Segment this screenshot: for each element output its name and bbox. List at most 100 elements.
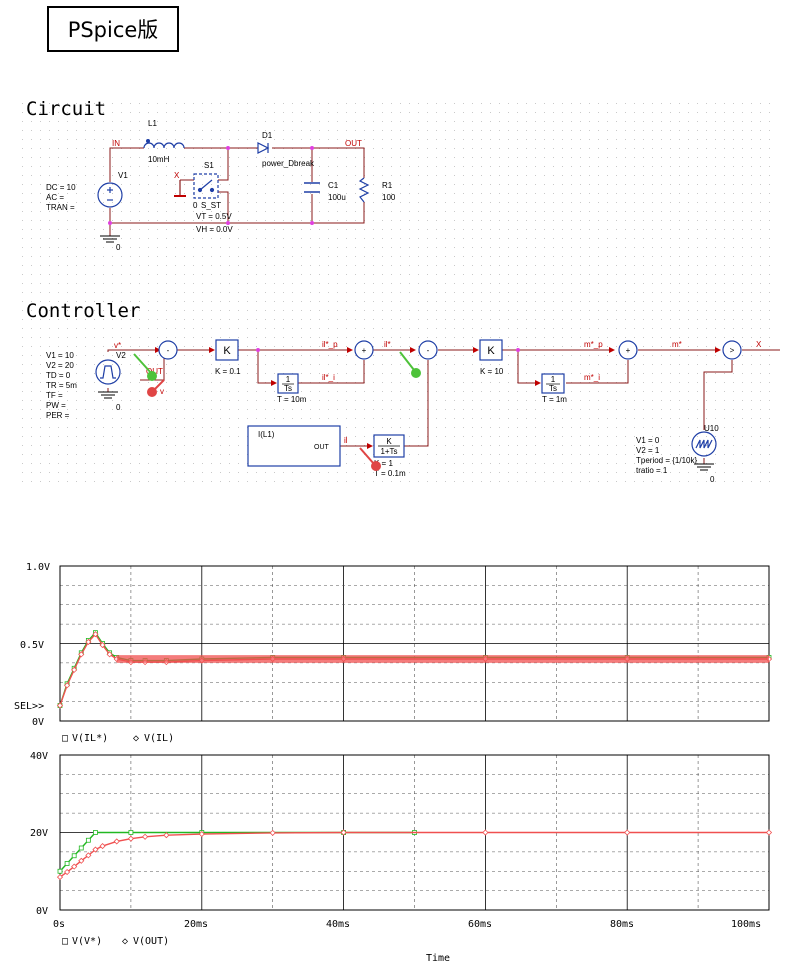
- series-line-v-out-: [59, 831, 769, 878]
- lag-k: K = 1: [374, 459, 393, 468]
- v2-ref: V2: [116, 351, 126, 360]
- data-point: [199, 830, 205, 835]
- diode-d1[interactable]: [257, 142, 270, 154]
- top-plot-series: [56, 630, 773, 709]
- bottom-legend: □ V(V*) ◇ V(OUT): [62, 936, 169, 947]
- legend-marker-il-star: □: [62, 733, 68, 744]
- sawtooth-source-u10[interactable]: [691, 431, 717, 457]
- schematic-canvas[interactable]: Circuit L1 10mH D1 power_Dbreak IN OUT X: [0, 0, 789, 500]
- voltage-probe-icon[interactable]: [399, 351, 421, 378]
- x-tick-100: 100ms: [731, 919, 761, 930]
- capacitor-c1[interactable]: [304, 182, 320, 193]
- data-point: [64, 868, 71, 876]
- data-point: [56, 873, 64, 881]
- v2-param-tf: TF =: [46, 391, 63, 400]
- k2-value: K = 10: [480, 367, 504, 376]
- data-point: [107, 650, 113, 656]
- comparator-block[interactable]: >: [722, 340, 742, 360]
- int1-value: T = 10m: [277, 395, 307, 404]
- data-point: [99, 842, 106, 850]
- pulse-source-v2[interactable]: [95, 359, 121, 385]
- controller-junctions: [256, 348, 520, 352]
- data-point: [163, 832, 170, 839]
- data-point: [412, 830, 417, 835]
- data-point: [199, 656, 205, 662]
- svg-text:-: -: [167, 346, 170, 355]
- s1-ref: S1: [204, 161, 214, 170]
- data-point: [85, 638, 92, 646]
- current-sense-block[interactable]: I(L1) OUT: [247, 425, 341, 467]
- k1-value: K = 0.1: [215, 367, 241, 376]
- summing-junction-4[interactable]: +: [618, 340, 638, 360]
- lag-block[interactable]: K 1+Ts: [373, 434, 405, 458]
- v1-ref: V1: [118, 171, 128, 180]
- data-point: [340, 655, 347, 663]
- s1-zero: 0: [193, 201, 198, 210]
- net-label-il: il: [344, 436, 348, 445]
- top-plot-frame: [59, 565, 770, 722]
- data-point: [92, 631, 99, 638]
- d1-ref: D1: [262, 131, 273, 140]
- switch-s1[interactable]: [174, 173, 219, 199]
- data-point: [127, 659, 134, 666]
- data-point: [128, 658, 134, 663]
- voltage-probe-icon[interactable]: [133, 353, 157, 381]
- svg-text:1: 1: [551, 375, 556, 384]
- resistor-r1[interactable]: [358, 177, 370, 203]
- data-point: [198, 830, 205, 838]
- series-line-v-il-: [59, 633, 769, 706]
- summing-junction-2[interactable]: +: [354, 340, 374, 360]
- l1-ref: L1: [148, 119, 157, 128]
- integrator-block-1[interactable]: 1 Ts: [277, 373, 299, 394]
- svg-text:1+Ts: 1+Ts: [380, 447, 397, 456]
- circuit-heading: Circuit: [26, 98, 106, 120]
- page-title: PSpice版: [47, 6, 179, 52]
- integrator-block-2[interactable]: 1 Ts: [541, 373, 565, 394]
- data-point: [71, 853, 77, 859]
- v2-param-per: PER =: [46, 411, 70, 420]
- data-point: [92, 846, 99, 853]
- data-point: [78, 651, 85, 658]
- current-probe-icon[interactable]: [359, 447, 381, 471]
- net-label-out-ctrl: OUT: [146, 367, 163, 376]
- u10-param-v1: V1 = 0: [636, 436, 660, 445]
- summing-junction-3[interactable]: -: [418, 340, 438, 360]
- net-label-m-i: m*_i: [584, 373, 600, 382]
- bottom-y-tick-40: 40V: [30, 751, 48, 762]
- data-point: [765, 655, 773, 663]
- data-point: [163, 658, 169, 663]
- data-point: [85, 837, 91, 843]
- legend-label-vstar: V(V*): [72, 936, 102, 947]
- svg-text:OUT: OUT: [314, 444, 330, 451]
- legend-label-il-star: V(IL*): [72, 733, 108, 744]
- voltage-probe-icon[interactable]: [147, 379, 165, 397]
- ground-icon: [98, 391, 118, 399]
- inductor-l1[interactable]: [143, 139, 185, 149]
- v2-param-v1: V1 = 10: [46, 351, 74, 360]
- int2-value: T = 1m: [542, 395, 567, 404]
- net-label-x-ctrl: X: [756, 340, 762, 349]
- data-point: [64, 861, 70, 866]
- data-point: [142, 833, 149, 840]
- svg-text:K: K: [223, 345, 231, 357]
- ground-icon: [100, 235, 120, 243]
- x-tick-60: 60ms: [468, 919, 492, 930]
- summing-junction-1[interactable]: -: [158, 340, 178, 360]
- gain-block-k1[interactable]: K: [215, 339, 239, 361]
- data-point: [78, 650, 84, 656]
- net-label-m-star: m*: [672, 340, 682, 349]
- data-point: [163, 659, 170, 666]
- net-label-il-i: il*_i: [322, 373, 335, 382]
- u10-ref: U10: [704, 424, 719, 433]
- data-point: [57, 703, 63, 708]
- top-y-tick-05: 0.5V: [20, 640, 44, 651]
- voltage-source-v1[interactable]: [97, 182, 123, 208]
- svg-text:K: K: [487, 345, 495, 357]
- net-label-v: v: [160, 387, 164, 396]
- legend-marker-out: ◇: [122, 936, 128, 947]
- data-point: [341, 830, 347, 835]
- data-point: [482, 829, 489, 836]
- data-point: [128, 830, 134, 835]
- gain-block-k2[interactable]: K: [479, 339, 503, 361]
- u10-param-tperiod: Tperiod = {1/10k}: [636, 456, 697, 465]
